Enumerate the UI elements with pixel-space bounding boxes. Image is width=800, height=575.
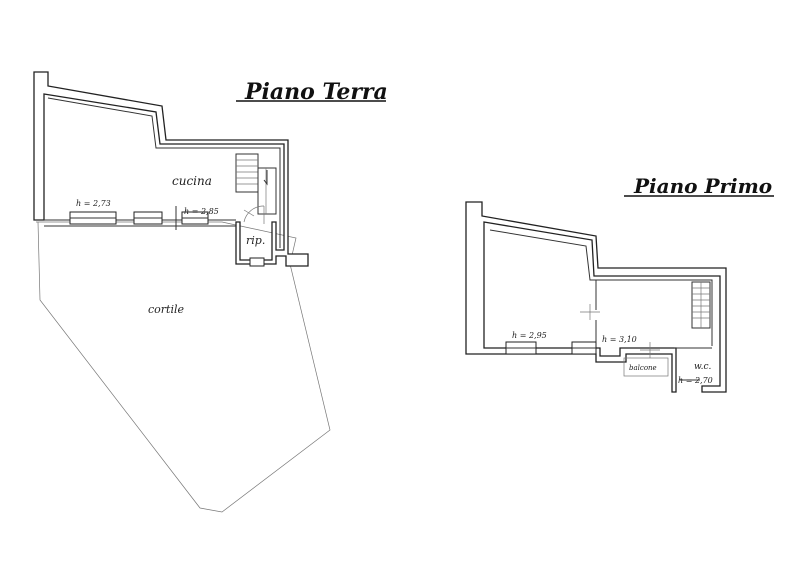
kitchen-label: cucina <box>172 174 212 188</box>
balcony-outline <box>623 357 669 377</box>
first-height-label-2: h = 3,10 <box>602 335 637 344</box>
ground-floor-walls <box>33 71 309 267</box>
wc-label: w.c. <box>694 362 712 372</box>
ground-door-swing <box>243 205 265 223</box>
first-staircase <box>691 281 711 329</box>
storage-window <box>249 257 265 267</box>
storage-label: rip. <box>246 234 265 247</box>
courtyard-label: cortile <box>148 303 184 316</box>
first-height-label-3: h = 2,70 <box>678 376 713 385</box>
ground-height-label-2: h = 2,85 <box>184 207 219 216</box>
ground-floor-inner-wall-line <box>47 97 281 248</box>
courtyard-outline <box>36 221 331 513</box>
first-floor-plan: Piano Primo <box>465 174 774 393</box>
first-floor-inner-wall-line <box>489 229 713 346</box>
ground-floor-plan: Piano Terra <box>33 71 388 513</box>
ground-staircase <box>235 153 277 215</box>
balcony-label: balcone <box>629 364 657 372</box>
first-height-label-1: h = 2,95 <box>512 331 547 340</box>
first-floor-title: Piano Primo <box>633 174 772 198</box>
ground-height-label-1: h = 2,73 <box>76 199 111 208</box>
